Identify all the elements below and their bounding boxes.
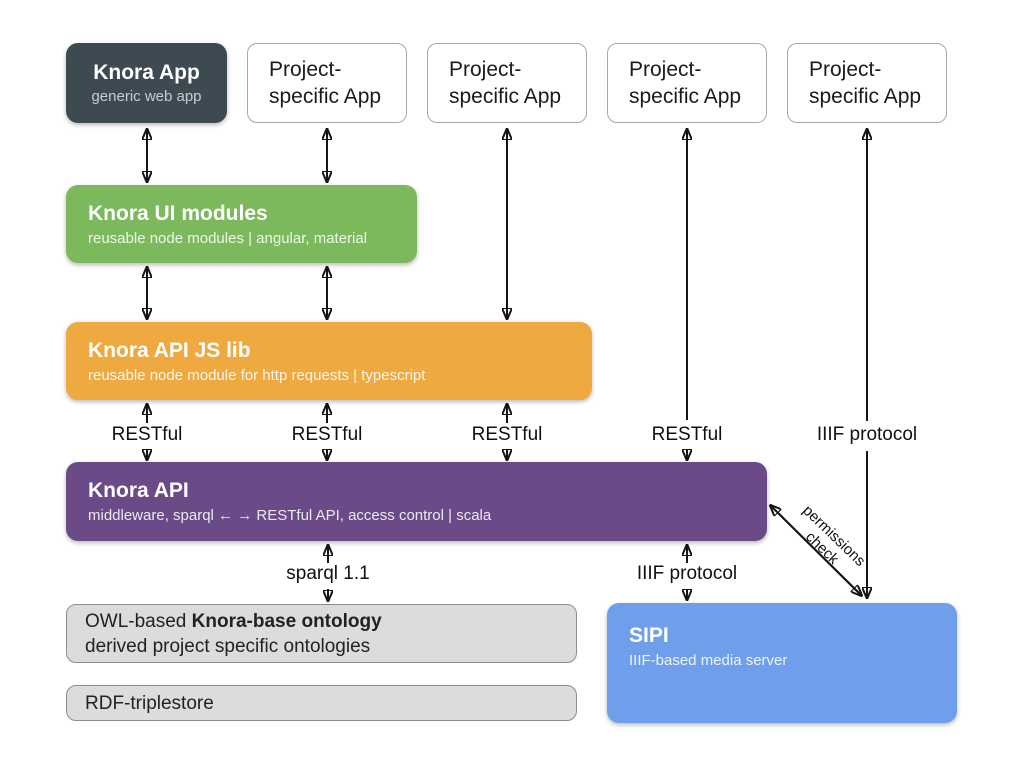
ontology-line1-prefix: OWL-based — [85, 610, 192, 632]
knora-api-subtitle: middleware, sparql ← → RESTful API, acce… — [88, 507, 492, 524]
knora-base-ontology-box: OWL-based Knora-base ontology derived pr… — [66, 604, 577, 663]
ontology-line-1: OWL-based Knora-base ontology — [85, 609, 576, 634]
knora-ui-modules-title: Knora UI modules — [88, 201, 268, 225]
sipi-title: SIPI — [629, 624, 669, 647]
knora-app-box: Knora App generic web app — [66, 43, 227, 123]
knora-app-title: Knora App — [93, 61, 200, 84]
sipi-subtitle: IIIF-based media server — [629, 652, 788, 669]
rdf-triplestore-box: RDF-triplestore — [66, 685, 577, 721]
project-app-box-1: Project- specific App — [247, 43, 407, 123]
iiif-protocol-label-1: IIIF protocol — [816, 424, 918, 445]
restful-label-2: RESTful — [291, 424, 363, 445]
knora-api-js-lib-box: Knora API JS lib reusable node module fo… — [66, 322, 592, 400]
ontology-line1-bold: Knora-base ontology — [191, 610, 382, 632]
knora-api-js-lib-title: Knora API JS lib — [88, 338, 251, 362]
restful-label-3: RESTful — [471, 424, 543, 445]
restful-label-4: RESTful — [651, 424, 723, 445]
restful-label-1: RESTful — [111, 424, 183, 445]
knora-api-box: Knora API middleware, sparql ← → RESTful… — [66, 462, 767, 541]
project-app-box-3: Project- specific App — [607, 43, 767, 123]
ontology-line-2: derived project specific ontologies — [85, 635, 371, 657]
knora-ui-modules-box: Knora UI modules reusable node modules |… — [66, 185, 417, 263]
project-app-box-4: Project- specific App — [787, 43, 947, 123]
knora-api-js-lib-subtitle: reusable node module for http requests |… — [88, 366, 426, 384]
knora-ui-modules-subtitle: reusable node modules | angular, materia… — [88, 229, 368, 247]
knora-app-subtitle: generic web app — [91, 88, 202, 105]
project-app-box-2: Project- specific App — [427, 43, 587, 123]
permissions-check-label: permissions check — [799, 501, 869, 570]
knora-api-title: Knora API — [88, 479, 189, 502]
sparql-label: sparql 1.1 — [286, 563, 370, 584]
iiif-protocol-label-2: IIIF protocol — [636, 563, 738, 584]
sipi-box: SIPI IIIF-based media server — [607, 603, 957, 723]
